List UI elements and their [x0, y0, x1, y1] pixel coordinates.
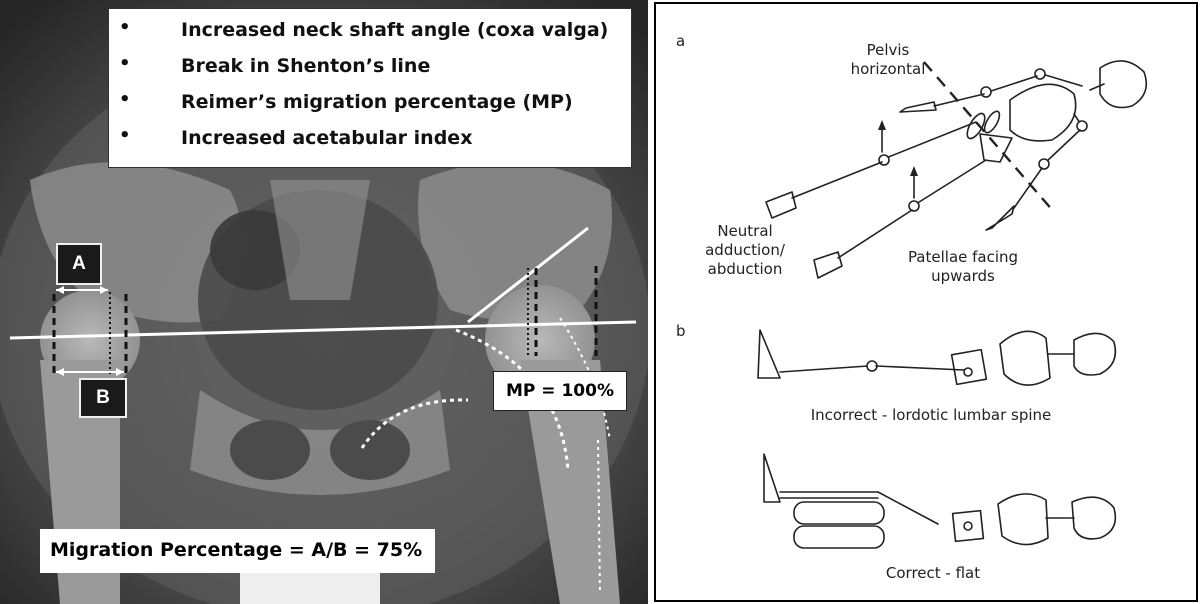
neutral-label: Neutral adduction/ abduction	[705, 222, 785, 278]
findings-list: • Increased neck shaft angle (coxa valga…	[108, 8, 632, 168]
correct-caption: Correct - flat	[885, 564, 981, 582]
finding-text: Increased neck shaft angle (coxa valga)	[181, 19, 609, 41]
section-b-letter: b	[676, 322, 686, 340]
finding-text: Break in Shenton’s line	[181, 55, 431, 77]
hilgenreiner-line	[9, 320, 637, 340]
incorrect-caption: Incorrect - lordotic lumbar spine	[810, 406, 1052, 424]
finding-item: • Break in Shenton’s line	[119, 53, 431, 77]
section-a-letter: a	[676, 32, 686, 50]
shenton-arc-left	[360, 398, 469, 449]
patellae-label: Patellae facing upwards	[907, 248, 1019, 285]
pelvis-label: Pelvis horizontal	[850, 41, 926, 78]
finding-text: Increased acetabular index	[181, 127, 473, 149]
finding-item: • Reimer’s migration percentage (MP)	[119, 89, 573, 113]
finding-item: • Increased neck shaft angle (coxa valga…	[119, 17, 609, 41]
mp-value-label: MP = 100%	[493, 371, 627, 411]
migration-percentage-label: Migration Percentage = A/B = 75%	[40, 529, 435, 573]
label-a: A	[56, 243, 102, 285]
label-b: B	[79, 378, 127, 418]
positioning-diagram	[654, 2, 1198, 600]
finding-item: • Increased acetabular index	[119, 125, 473, 149]
finding-text: Reimer’s migration percentage (MP)	[181, 91, 573, 113]
